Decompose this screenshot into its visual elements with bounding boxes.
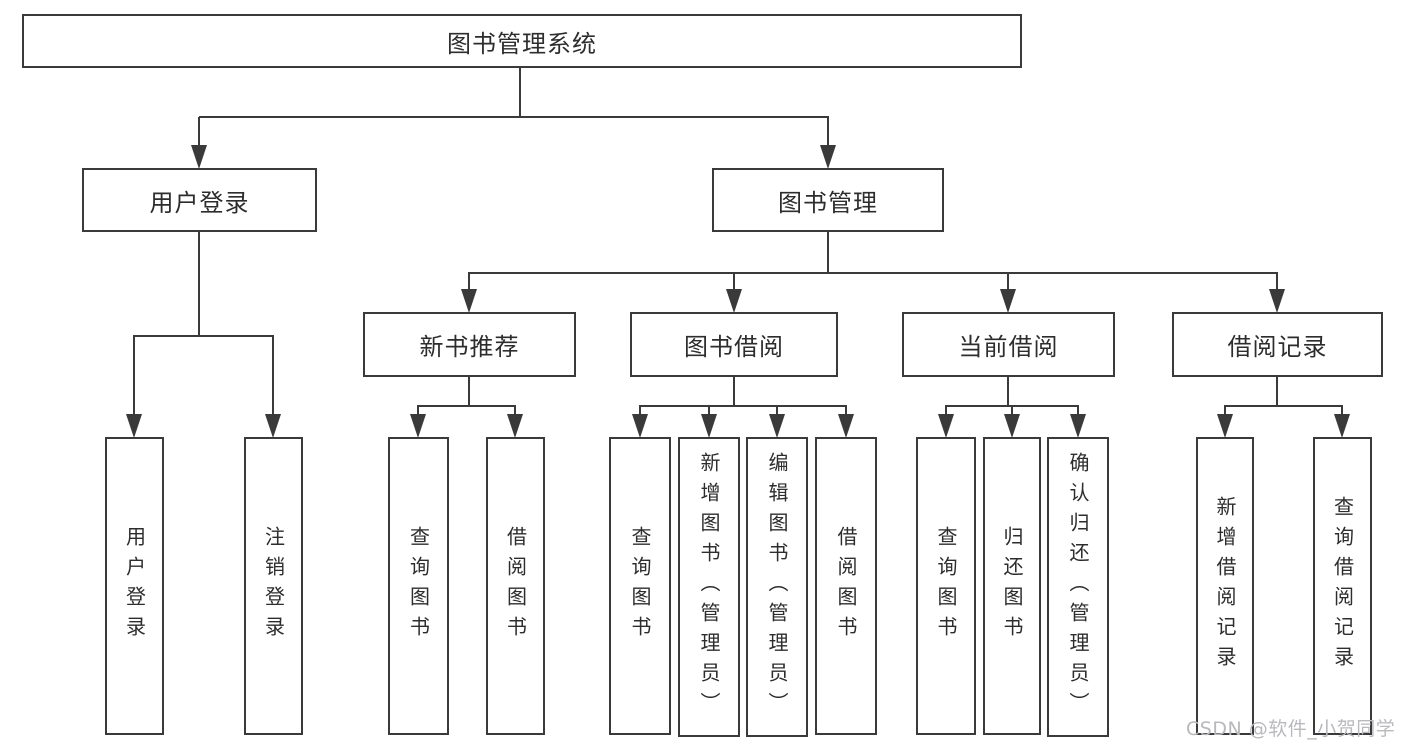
leaf-return-books-label: 归还图书 <box>1000 526 1024 646</box>
node-borrowing-records-label: 借阅记录 <box>1227 333 1328 361</box>
leaf-query-books-recommend: 查询图书 <box>388 437 449 735</box>
leaf-add-book-admin: 新增图书（管理员） <box>678 437 740 737</box>
connector-line <box>468 377 470 407</box>
node-new-book-recommend-label: 新书推荐 <box>419 333 520 361</box>
arrowhead-icon <box>701 414 717 438</box>
node-user-login-label: 用户登录 <box>149 188 250 217</box>
arrowhead-icon <box>410 414 426 438</box>
arrowhead-icon <box>820 145 836 169</box>
connector-line <box>1276 377 1278 407</box>
arrowhead-icon <box>726 289 742 313</box>
arrowhead-icon <box>1000 289 1016 313</box>
leaf-add-book-admin-label: 新增图书（管理员） <box>697 452 721 722</box>
connector-line <box>133 335 135 421</box>
connector-line <box>827 232 829 274</box>
connector-line <box>469 272 1278 274</box>
arrowhead-icon <box>1070 414 1086 438</box>
csdn-watermark: CSDN @软件_小贺同学 <box>1186 718 1396 740</box>
arrowhead-icon <box>1334 414 1350 438</box>
arrowhead-icon <box>769 414 785 438</box>
leaf-query-borrow-record: 查询借阅记录 <box>1313 437 1372 735</box>
leaf-borrow-books-borrowing-label: 借阅图书 <box>834 526 858 646</box>
arrowhead-icon <box>1217 414 1233 438</box>
arrowhead-icon <box>191 145 207 169</box>
connector-line <box>468 272 470 296</box>
connector-line <box>827 117 829 152</box>
node-user-login: 用户登录 <box>82 168 317 232</box>
connector-line <box>1077 405 1079 421</box>
connector-line <box>708 405 710 421</box>
node-root-label: 图书管理系统 <box>447 29 597 58</box>
leaf-confirm-return-admin: 确认归还（管理员） <box>1047 437 1109 737</box>
arrowhead-icon <box>461 289 477 313</box>
connector-line <box>1011 405 1013 421</box>
connector-line <box>733 272 735 296</box>
leaf-logout: 注销登录 <box>244 437 303 735</box>
connector-line <box>418 405 516 407</box>
node-borrowing-records: 借阅记录 <box>1172 312 1383 377</box>
arrowhead-icon <box>1269 289 1285 313</box>
connector-line <box>1276 272 1278 296</box>
connector-line <box>1225 405 1343 407</box>
leaf-query-books-current-label: 查询图书 <box>934 526 958 646</box>
arrowhead-icon <box>1004 414 1020 438</box>
connector-line <box>1007 377 1009 407</box>
connector-line <box>198 117 200 152</box>
connector-line <box>639 405 641 421</box>
leaf-logout-label: 注销登录 <box>261 526 286 646</box>
leaf-query-books-recommend-label: 查询图书 <box>406 526 431 646</box>
leaf-borrow-books-recommend-label: 借阅图书 <box>503 526 528 646</box>
connector-line <box>946 405 1079 407</box>
node-new-book-recommend: 新书推荐 <box>363 312 576 377</box>
connector-line <box>272 335 274 421</box>
leaf-borrow-books-recommend: 借阅图书 <box>486 437 545 735</box>
leaf-borrow-books-borrowing: 借阅图书 <box>815 437 877 735</box>
connector-line <box>417 405 419 421</box>
node-book-borrowing: 图书借阅 <box>630 312 838 377</box>
connector-line <box>776 405 778 421</box>
connector-line <box>199 116 829 118</box>
node-book-management: 图书管理 <box>712 168 944 232</box>
arrowhead-icon <box>632 414 648 438</box>
leaf-query-books-current: 查询图书 <box>916 437 976 735</box>
connector-line <box>1224 405 1226 421</box>
leaf-user-login-label: 用户登录 <box>122 526 147 646</box>
connector-line <box>134 335 274 337</box>
connector-line <box>945 405 947 421</box>
arrowhead-icon <box>126 414 142 438</box>
connector-line <box>1341 405 1343 421</box>
arrowhead-icon <box>938 414 954 438</box>
connector-line <box>519 68 521 118</box>
arrowhead-icon <box>838 414 854 438</box>
leaf-user-login: 用户登录 <box>105 437 164 735</box>
connector-line <box>845 405 847 421</box>
leaf-query-borrow-record-label: 查询借阅记录 <box>1330 496 1355 676</box>
node-book-borrowing-label: 图书借阅 <box>684 333 784 361</box>
connector-line <box>514 405 516 421</box>
connector-line <box>198 232 200 337</box>
leaf-query-books-borrowing-label: 查询图书 <box>628 526 652 646</box>
leaf-query-books-borrowing: 查询图书 <box>609 437 671 735</box>
node-current-borrowing-label: 当前借阅 <box>958 333 1059 361</box>
leaf-confirm-return-admin-label: 确认归还（管理员） <box>1066 452 1090 722</box>
connector-line <box>1007 272 1009 296</box>
leaf-add-borrow-record-label: 新增借阅记录 <box>1213 496 1237 676</box>
arrowhead-icon <box>507 414 523 438</box>
leaf-edit-book-admin: 编辑图书（管理员） <box>746 437 808 737</box>
connector-line <box>640 405 847 407</box>
leaf-edit-book-admin-label: 编辑图书（管理员） <box>765 452 789 722</box>
node-book-management-label: 图书管理 <box>778 188 878 217</box>
leaf-return-books: 归还图书 <box>983 437 1041 735</box>
node-root: 图书管理系统 <box>22 14 1022 68</box>
arrowhead-icon <box>265 414 281 438</box>
leaf-add-borrow-record: 新增借阅记录 <box>1196 437 1254 735</box>
node-current-borrowing: 当前借阅 <box>902 312 1115 377</box>
connector-line <box>733 377 735 407</box>
